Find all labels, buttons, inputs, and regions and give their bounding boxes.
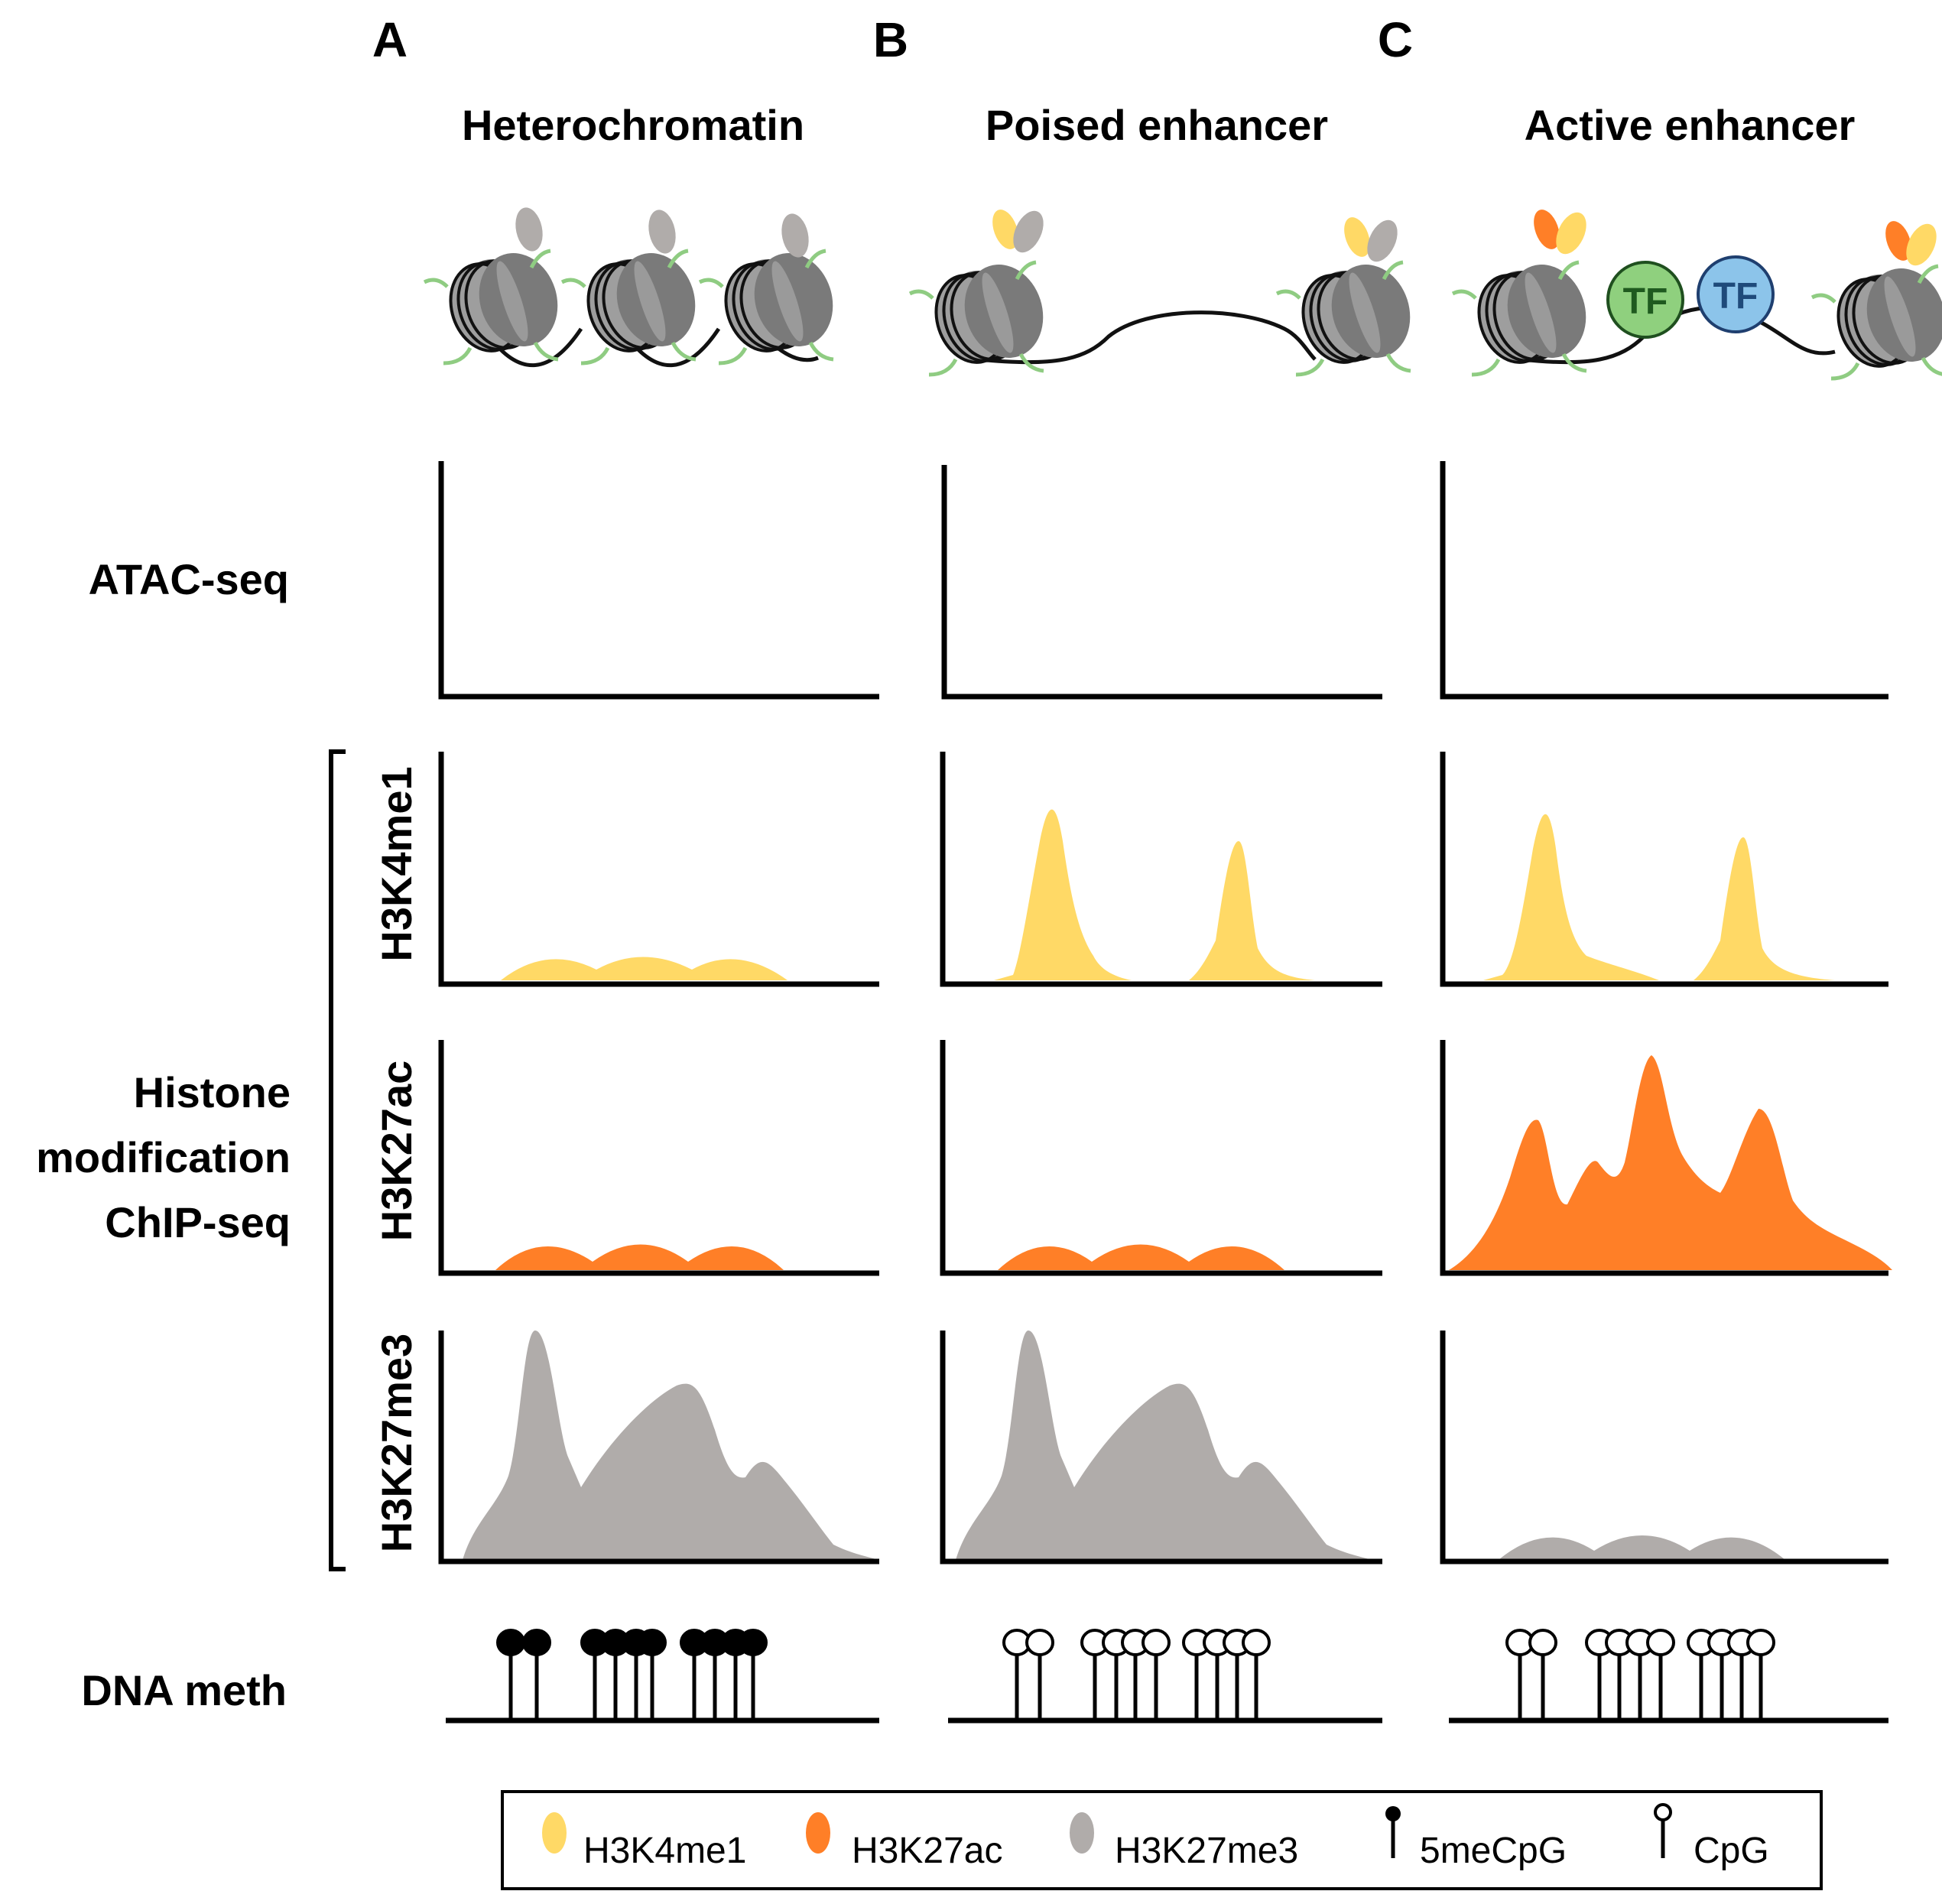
signal-b-h3k27ac (998, 1244, 1284, 1270)
cpg-lollipop (1605, 1629, 1634, 1719)
cpg-methylated-lollipop (739, 1629, 768, 1719)
cpg-unmethylated-b (1002, 1629, 1271, 1719)
panel-title-heterochromatin: Heterochromatin (462, 101, 804, 149)
axis-c-h3k4me1 (1440, 752, 1888, 987)
panel-letter-a: A (372, 12, 408, 67)
panel-title-active-enhancer: Active enhancer (1525, 101, 1856, 149)
legend-swatch-h3k4me1 (542, 1812, 567, 1854)
row-label-histone-1: Histone (134, 1068, 291, 1116)
legend-swatch-cpg (1654, 1803, 1672, 1858)
track-label-h3k4me1: H3K4me1 (372, 766, 421, 961)
cpg-unmethylated-c (1505, 1629, 1775, 1719)
legend-label-h3k4me1: H3K4me1 (583, 1831, 746, 1871)
axis-b-h3k4me1 (940, 752, 1382, 987)
tf-green-circle (1606, 261, 1684, 339)
legend-label-h3k27ac: H3K27ac (852, 1831, 1002, 1871)
track-label-h3k27ac: H3K27ac (372, 1061, 421, 1242)
track-label-h3k27me3: H3K27me3 (372, 1334, 421, 1552)
cpg-lollipop (1746, 1629, 1775, 1719)
axis-b-atac (941, 465, 1382, 700)
signal-c-h3k27ac (1449, 1055, 1892, 1270)
legend-swatch-h3k27me3 (1070, 1812, 1094, 1854)
row-label-atac: ATAC-seq (89, 555, 289, 603)
signal-a-h3k27ac (495, 1244, 784, 1270)
axis-c-h3k27me3 (1440, 1331, 1888, 1564)
row-label-histone-3: ChIP-seq (105, 1198, 291, 1246)
histone-bracket (329, 749, 346, 1571)
panel-title-poised-enhancer: Poised enhancer (986, 101, 1328, 149)
axis-c-h3k27ac (1440, 1040, 1888, 1276)
signal-a-h3k4me1 (501, 957, 788, 980)
chromatin-active-enhancer: TF TF (1453, 210, 1942, 379)
row-label-dna-meth: DNA meth (81, 1666, 287, 1714)
cpg-lollipop (1080, 1629, 1109, 1719)
axis-c-atac (1440, 461, 1888, 700)
signal-b-h3k4me1 (994, 809, 1315, 980)
row-label-histone-2: modification (36, 1133, 291, 1181)
signal-a-h3k27me3 (463, 1331, 879, 1560)
cpg-lollipop (1585, 1629, 1614, 1719)
cpg-lollipop (1141, 1629, 1171, 1719)
cpg-lollipop (1121, 1629, 1150, 1719)
cpg-lollipop (1242, 1629, 1271, 1719)
axis-a-h3k27ac (438, 1040, 879, 1276)
cpg-lollipop (1646, 1629, 1675, 1719)
axis-a-h3k27me3 (438, 1331, 879, 1564)
cpg-methylated-lollipop (522, 1629, 551, 1719)
signal-c-h3k4me1 (1483, 814, 1835, 980)
tf-blue-circle (1697, 255, 1775, 333)
panel-letter-c: C (1378, 12, 1413, 67)
legend-label-5mecpg: 5meCpG (1420, 1831, 1567, 1871)
cpg-lollipop (1687, 1629, 1716, 1719)
panel-letter-b: B (873, 12, 908, 67)
legend-label-h3k27me3: H3K27me3 (1115, 1831, 1298, 1871)
legend-box (501, 1790, 1823, 1890)
legend-swatch-h3k27ac (806, 1812, 830, 1854)
axis-a-atac (438, 461, 879, 700)
axis-b-h3k27me3 (940, 1331, 1382, 1564)
cpg-methylated-lollipop (638, 1629, 667, 1719)
cpg-methylated-a (496, 1629, 768, 1719)
signal-c-h3k27me3 (1499, 1535, 1785, 1560)
axis-a-h3k4me1 (438, 752, 879, 987)
cpg-methylated-lollipop (496, 1629, 525, 1719)
signal-b-h3k27me3 (956, 1331, 1372, 1560)
cpg-lollipop (1528, 1629, 1557, 1719)
legend-label-cpg: CpG (1694, 1831, 1769, 1871)
tf-green-label: TF (1623, 281, 1668, 322)
chromatin-poised-enhancer (910, 210, 1422, 375)
tf-blue-label: TF (1713, 276, 1759, 317)
legend-swatch-5mecpg (1385, 1806, 1401, 1858)
chromatin-heterochromatin (424, 207, 845, 367)
axis-b-h3k27ac (940, 1040, 1382, 1276)
cpg-lollipop (1025, 1629, 1054, 1719)
